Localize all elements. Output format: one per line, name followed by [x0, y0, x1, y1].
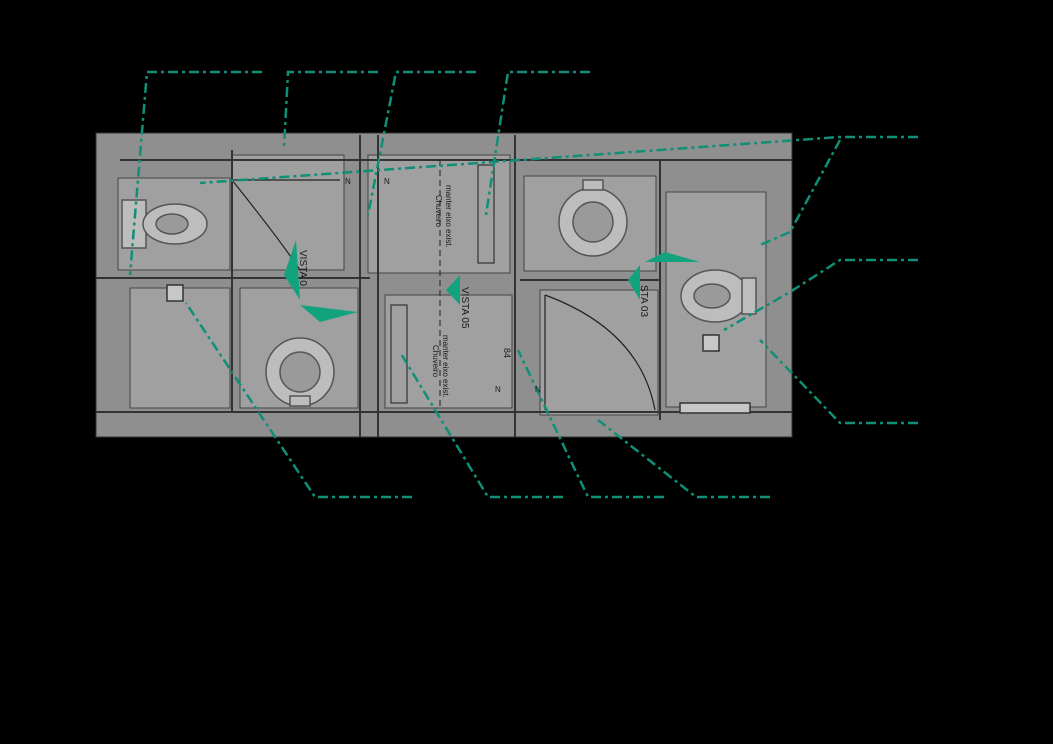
view-arrow-right — [628, 265, 640, 300]
leader-12 — [597, 419, 770, 499]
view-label-03: STA 03 — [638, 285, 649, 317]
leader-9 — [184, 302, 412, 499]
leader-3 — [366, 70, 476, 216]
room-entry-bottom — [539, 289, 659, 416]
dimension-84: 84 — [502, 348, 512, 358]
door-swings — [231, 179, 656, 411]
toilet-top-right — [558, 179, 628, 257]
leader-11 — [516, 349, 664, 499]
shower-trays — [390, 160, 495, 410]
floor-drains — [166, 284, 751, 414]
view-arrow-left-bottom — [300, 305, 358, 322]
level-marker-2: N — [384, 177, 390, 186]
room-shower-bottom — [384, 294, 513, 409]
leader-6 — [759, 139, 842, 247]
leader-lines — [128, 70, 918, 499]
shower-tray-top — [477, 164, 495, 264]
leader-10 — [398, 351, 563, 499]
level-marker-4: N — [535, 385, 541, 394]
view-arrow-left — [284, 240, 300, 300]
leader-7 — [723, 258, 918, 332]
leader-1 — [128, 70, 262, 276]
shower-label-bottom-2: manter eixo exist. — [441, 335, 450, 398]
leader-8 — [759, 339, 918, 425]
level-marker-1: N — [345, 177, 351, 186]
leader-5 — [199, 135, 918, 185]
shower-label-top-1: Chuveiro — [434, 195, 443, 228]
shower-label-top-2: manter eixo exist. — [444, 185, 453, 248]
rooms — [117, 154, 767, 416]
view-label-0: VISTA 0 — [297, 250, 308, 286]
shower-tray-bottom — [390, 304, 408, 404]
toilet-right — [680, 269, 757, 323]
shower-label-bottom-1: Chuveiro — [431, 345, 440, 378]
view-arrow-right-top — [645, 252, 700, 262]
leader-4 — [484, 70, 590, 216]
view-arrow-mid — [446, 275, 460, 305]
level-marker-3: N — [495, 385, 501, 394]
toilet-bottom-mid — [265, 337, 335, 407]
leader-2 — [282, 70, 378, 149]
view-label-05: VISTA 05 — [459, 287, 470, 329]
interior-walls — [96, 135, 792, 437]
view-markers — [284, 240, 700, 322]
